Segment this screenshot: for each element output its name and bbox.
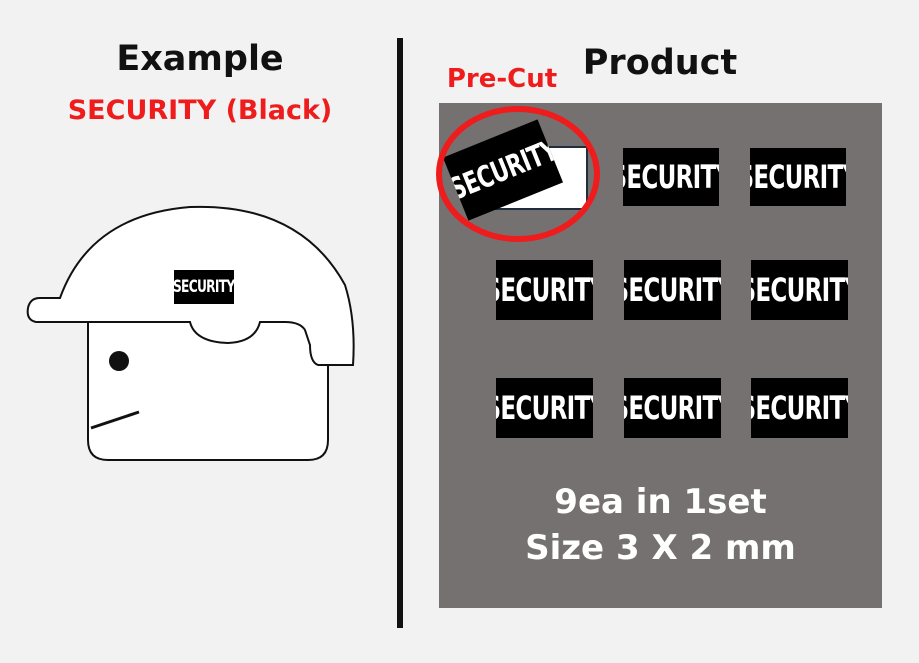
patch-2-1: SECURITY xyxy=(496,260,593,320)
product-title: Product xyxy=(582,43,738,83)
patch-3-2: SECURITY xyxy=(624,378,721,438)
mouth xyxy=(90,410,140,430)
example-title: Example xyxy=(116,39,284,79)
precut-label: Pre-Cut xyxy=(446,64,558,94)
eye xyxy=(109,351,129,371)
helmet-security-patch: SECURITY xyxy=(174,270,234,304)
example-subtitle: SECURITY (Black) xyxy=(67,95,333,126)
patch-3-1: SECURITY xyxy=(496,378,593,438)
patch-2-3: SECURITY xyxy=(751,260,848,320)
patch-2-2: SECURITY xyxy=(624,260,721,320)
patch-1-2: SECURITY xyxy=(623,148,719,206)
patch-3-3: SECURITY xyxy=(751,378,848,438)
center-divider xyxy=(397,38,403,628)
head-outline xyxy=(87,320,329,461)
size-text: Size 3 X 2 mm xyxy=(525,528,796,568)
patch-1-3: SECURITY xyxy=(750,148,846,206)
set-count-text: 9ea in 1set xyxy=(554,482,767,522)
